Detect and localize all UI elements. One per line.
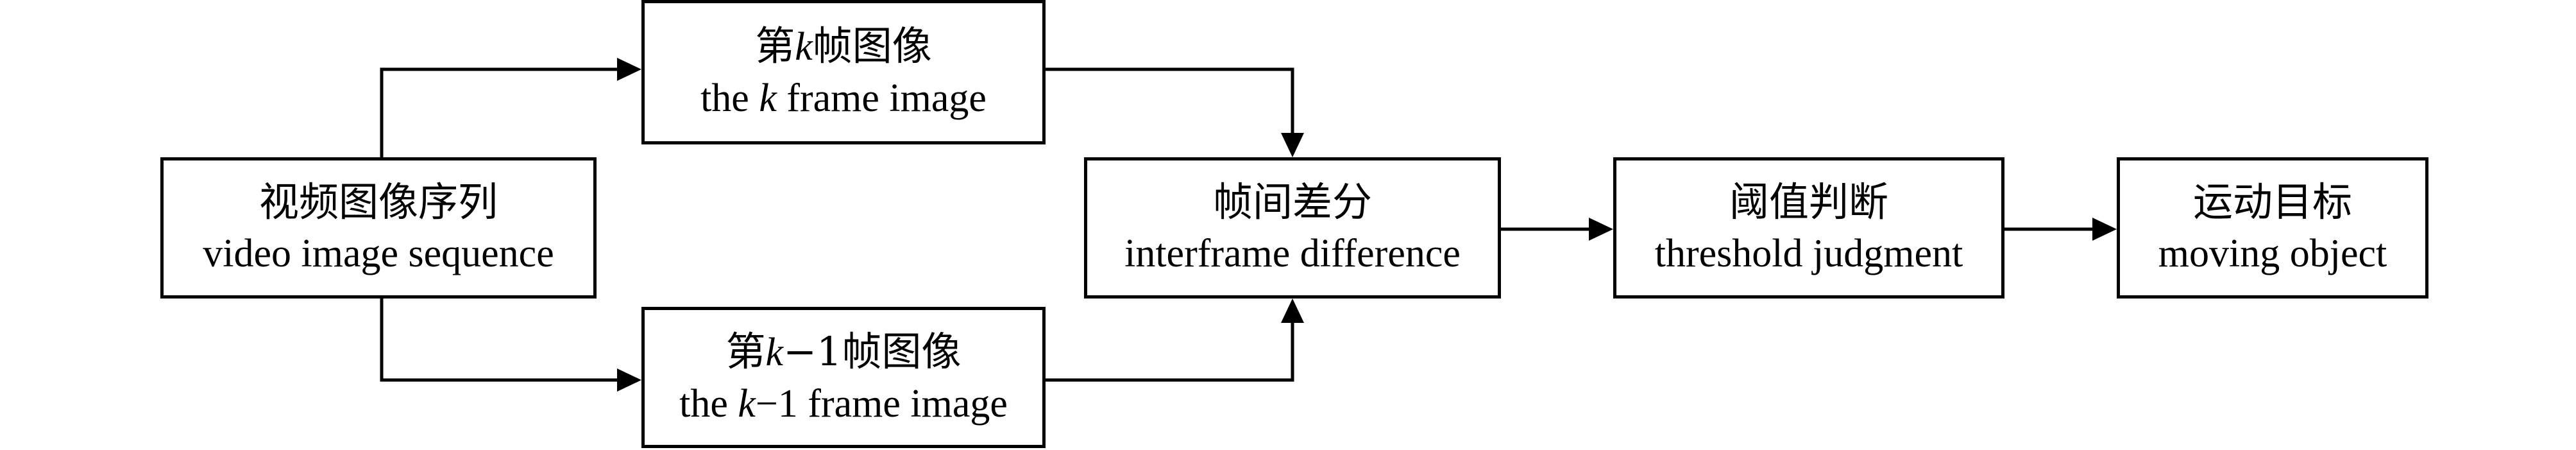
arrow-frame-k1-to-difference	[1046, 323, 1294, 382]
arrowhead-difference-bottom	[1281, 299, 1304, 323]
label-suffix: 帧图像	[812, 22, 932, 69]
variable-k: k	[765, 330, 784, 374]
arrowhead-frame-k	[617, 58, 641, 81]
box-label-en: video image sequence	[203, 232, 554, 275]
label-suffix: frame image	[776, 76, 987, 120]
label-suffix: 帧图像	[842, 327, 962, 375]
arrow-sequence-to-frame-k	[380, 67, 617, 157]
variable-k: k	[759, 76, 777, 120]
box-label-en: the k frame image	[700, 73, 987, 124]
box-label-zh: 帧间差分	[1212, 178, 1372, 225]
label-prefix: 第	[755, 22, 795, 69]
frame-k-box: 第k帧图像 the k frame image	[641, 0, 1046, 144]
moving-object-box: 运动目标 moving object	[2117, 157, 2428, 299]
box-label-zh: 阈值判断	[1729, 178, 1888, 225]
arrowhead-difference-top	[1281, 133, 1304, 157]
label-suffix: frame image	[797, 381, 1008, 426]
video-image-sequence-box: 视频图像序列 video image sequence	[160, 157, 597, 299]
arrowhead-object	[2092, 218, 2117, 241]
frame-k-minus-1-box: 第k−1帧图像 the k−1 frame image	[641, 307, 1046, 448]
box-label-en: threshold judgment	[1654, 232, 1963, 275]
arrowhead-threshold	[1589, 218, 1613, 241]
threshold-judgment-box: 阈值判断 threshold judgment	[1613, 157, 2004, 299]
variable-k: k	[795, 25, 813, 69]
box-label-en: interframe difference	[1124, 232, 1461, 275]
box-label-zh: 第k−1帧图像	[726, 326, 962, 378]
interframe-difference-box: 帧间差分 interframe difference	[1084, 157, 1501, 299]
label-prefix: 第	[725, 327, 766, 375]
box-label-zh: 第k帧图像	[755, 21, 932, 73]
label-minus-one: −1	[755, 381, 798, 426]
box-label-zh: 运动目标	[2192, 178, 2352, 225]
arrowhead-frame-k1	[617, 368, 641, 392]
label-minus-one: −1	[783, 327, 842, 375]
arrow-frame-k-to-difference	[1046, 67, 1294, 133]
box-label-zh: 视频图像序列	[258, 178, 498, 225]
box-label-en: moving object	[2158, 232, 2387, 275]
label-prefix: the	[679, 381, 738, 426]
variable-k: k	[738, 381, 756, 426]
box-label-en: the k−1 frame image	[679, 378, 1008, 429]
label-prefix: the	[700, 76, 759, 120]
arrow-sequence-to-frame-k1	[380, 299, 617, 382]
